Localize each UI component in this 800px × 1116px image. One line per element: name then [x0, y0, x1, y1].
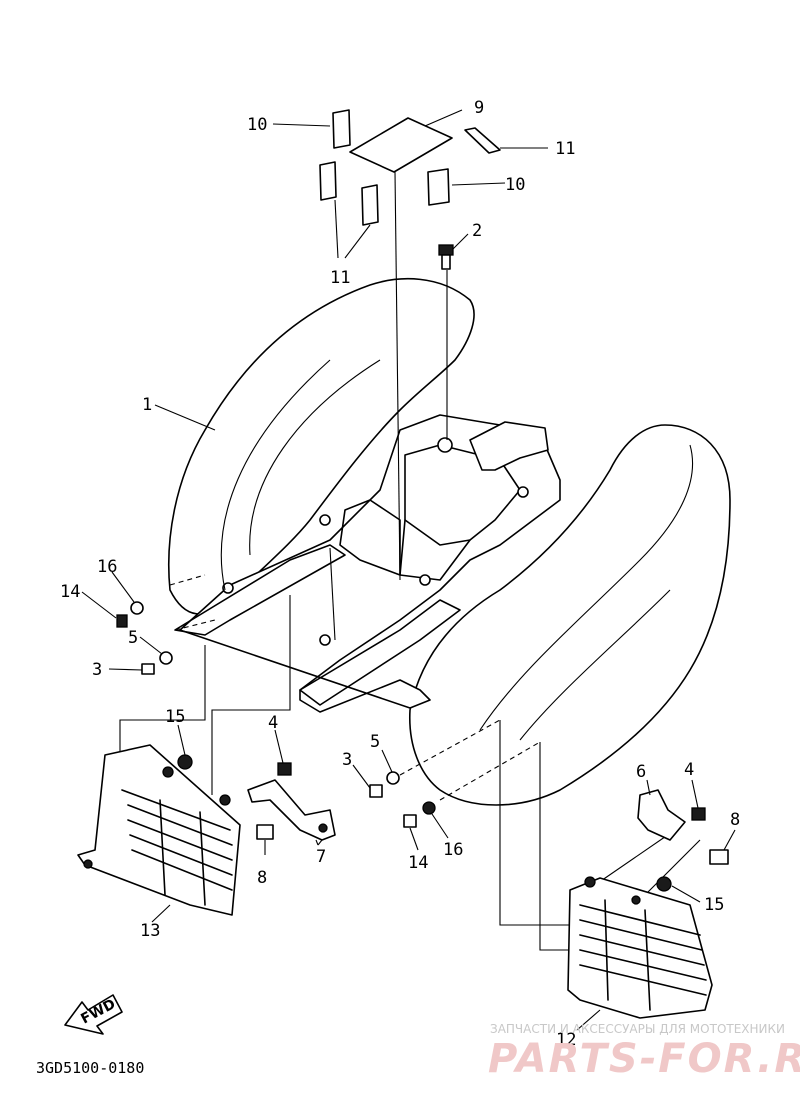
- callout-11-right: 11: [555, 139, 575, 159]
- callout-15-right: 15: [704, 895, 724, 915]
- part-code: 3GD5100-0180: [36, 1059, 144, 1077]
- right-rail: [299, 599, 461, 706]
- callout-3-left: 3: [92, 660, 102, 680]
- bolt-hole-rear: [222, 582, 234, 594]
- part-8-bolt-right: [709, 849, 729, 865]
- part-10-pad-left: [332, 109, 351, 149]
- callout-6: 6: [636, 762, 646, 782]
- callout-9: 9: [474, 98, 484, 118]
- fasteners: [116, 244, 729, 892]
- part-9-pad: [349, 117, 453, 173]
- part-11-pad-right: [464, 127, 501, 154]
- callout-7: 7: [316, 847, 326, 867]
- fender-right-wing: [409, 424, 731, 806]
- callout-14-left: 14: [60, 582, 80, 602]
- part-11-pad-lower-a: [319, 161, 337, 201]
- callout-14-right: 14: [408, 853, 428, 873]
- part-4-nut-left: [277, 762, 292, 776]
- fender-latch-tab: [469, 421, 549, 471]
- callout-numbers: 1 2 3 3 4 4 5 5 6 7 8 8 9 10 10 11 11 12…: [60, 98, 740, 1050]
- callout-4-right: 4: [684, 760, 694, 780]
- part-2-bolt: [438, 244, 454, 270]
- part-10-pad-lower-right: [427, 168, 450, 206]
- watermark-caption: ЗАПЧАСТИ И АКСЕССУАРЫ ДЛЯ МОТОТЕХНИКИ: [490, 1022, 785, 1036]
- bolt-hole-rail: [319, 634, 331, 646]
- callout-13: 13: [140, 921, 160, 941]
- storage-box: [404, 444, 521, 546]
- part-6-bracket: [637, 789, 686, 841]
- callout-11-lower: 11: [330, 268, 350, 288]
- fwd-arrow: FWD: [64, 994, 123, 1035]
- callout-12: 12: [556, 1030, 576, 1050]
- callout-16-left: 16: [97, 557, 117, 577]
- top-leader-lines: [272, 109, 548, 259]
- part-16-nut-left: [130, 601, 144, 615]
- part-11-pad-lower-b: [361, 184, 379, 226]
- bolt-hole-left: [319, 514, 331, 526]
- callout-10-right: 10: [505, 175, 525, 195]
- part-3-screw-right: [369, 784, 383, 798]
- callout-16-right: 16: [443, 840, 463, 860]
- part-5-washer-right: [386, 771, 400, 785]
- part-8-bolt-left: [256, 824, 274, 840]
- bolt-hole-top: [437, 437, 453, 453]
- bolt-hole-center: [419, 574, 431, 586]
- part-12-right-mudflap: [567, 876, 713, 1019]
- callout-15-left: 15: [165, 707, 185, 727]
- pad-group: [319, 109, 501, 226]
- part-13-left-mudflap: [77, 744, 241, 916]
- part-5-washer-left: [159, 651, 173, 665]
- callout-5-right: 5: [370, 732, 380, 752]
- part-7-bracket: [247, 779, 336, 846]
- callout-1: 1: [142, 395, 152, 415]
- part-14-screw-left: [116, 614, 128, 628]
- callout-leaders: [81, 404, 736, 1031]
- bolt-hole-right: [517, 486, 529, 498]
- part-16-nut-right: [422, 801, 436, 815]
- callout-5-left: 5: [128, 628, 138, 648]
- left-rail: [174, 544, 346, 636]
- part-14-screw-right: [403, 814, 417, 828]
- callout-8-right: 8: [730, 810, 740, 830]
- callout-10-top: 10: [247, 115, 267, 135]
- part-3-screw-left: [141, 663, 155, 675]
- callout-2: 2: [472, 221, 482, 241]
- watermark-brand: PARTS-FOR.RU: [488, 1036, 800, 1082]
- rear-fender-body: [167, 277, 731, 806]
- assembly-guides: [119, 171, 701, 951]
- part-4-nut-right: [691, 807, 706, 821]
- callout-4-left: 4: [268, 713, 278, 733]
- part-15-nut-left: [177, 754, 193, 770]
- part-15-nut-right: [656, 876, 672, 892]
- callout-8-left: 8: [257, 868, 267, 888]
- callout-3-right: 3: [342, 750, 352, 770]
